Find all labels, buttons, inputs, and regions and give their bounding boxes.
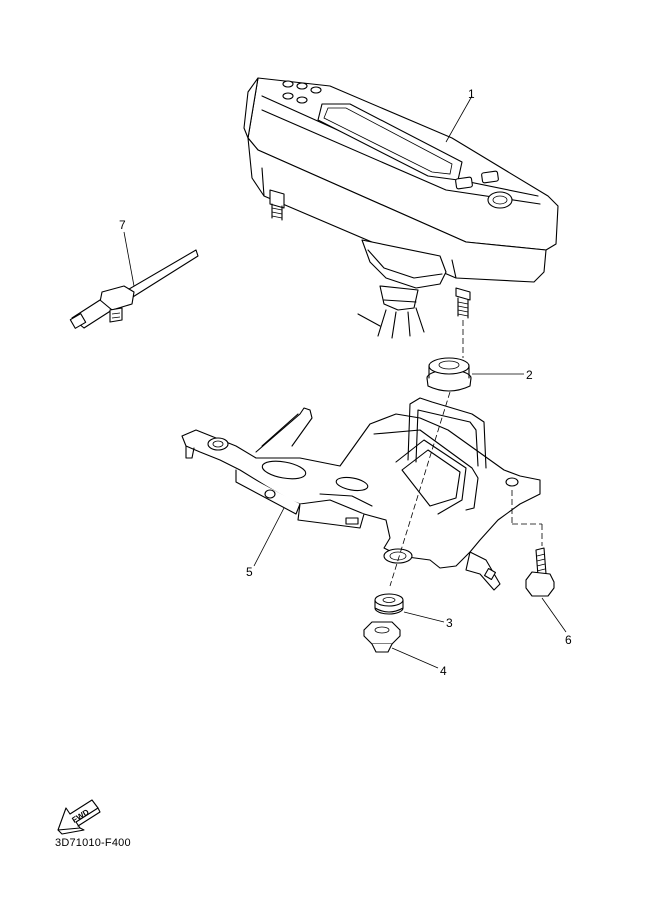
callout-1: 1 xyxy=(468,87,475,101)
callout-4: 4 xyxy=(440,664,447,678)
callout-6: 6 xyxy=(565,633,572,647)
bolt xyxy=(525,547,555,597)
callout-5: 5 xyxy=(246,565,253,579)
callout-7: 7 xyxy=(119,218,126,232)
leader-lines xyxy=(123,95,567,669)
drawing-code: 3D71010-F400 xyxy=(55,837,131,849)
meter-bracket xyxy=(181,397,541,591)
cable-tie xyxy=(69,249,199,329)
meter-assembly xyxy=(243,77,559,339)
collar xyxy=(374,593,404,615)
fwd-arrow-icon: FWD xyxy=(57,799,101,835)
grommet xyxy=(426,357,472,392)
callout-2: 2 xyxy=(526,368,533,382)
nut xyxy=(363,621,401,653)
callout-3: 3 xyxy=(446,616,453,630)
